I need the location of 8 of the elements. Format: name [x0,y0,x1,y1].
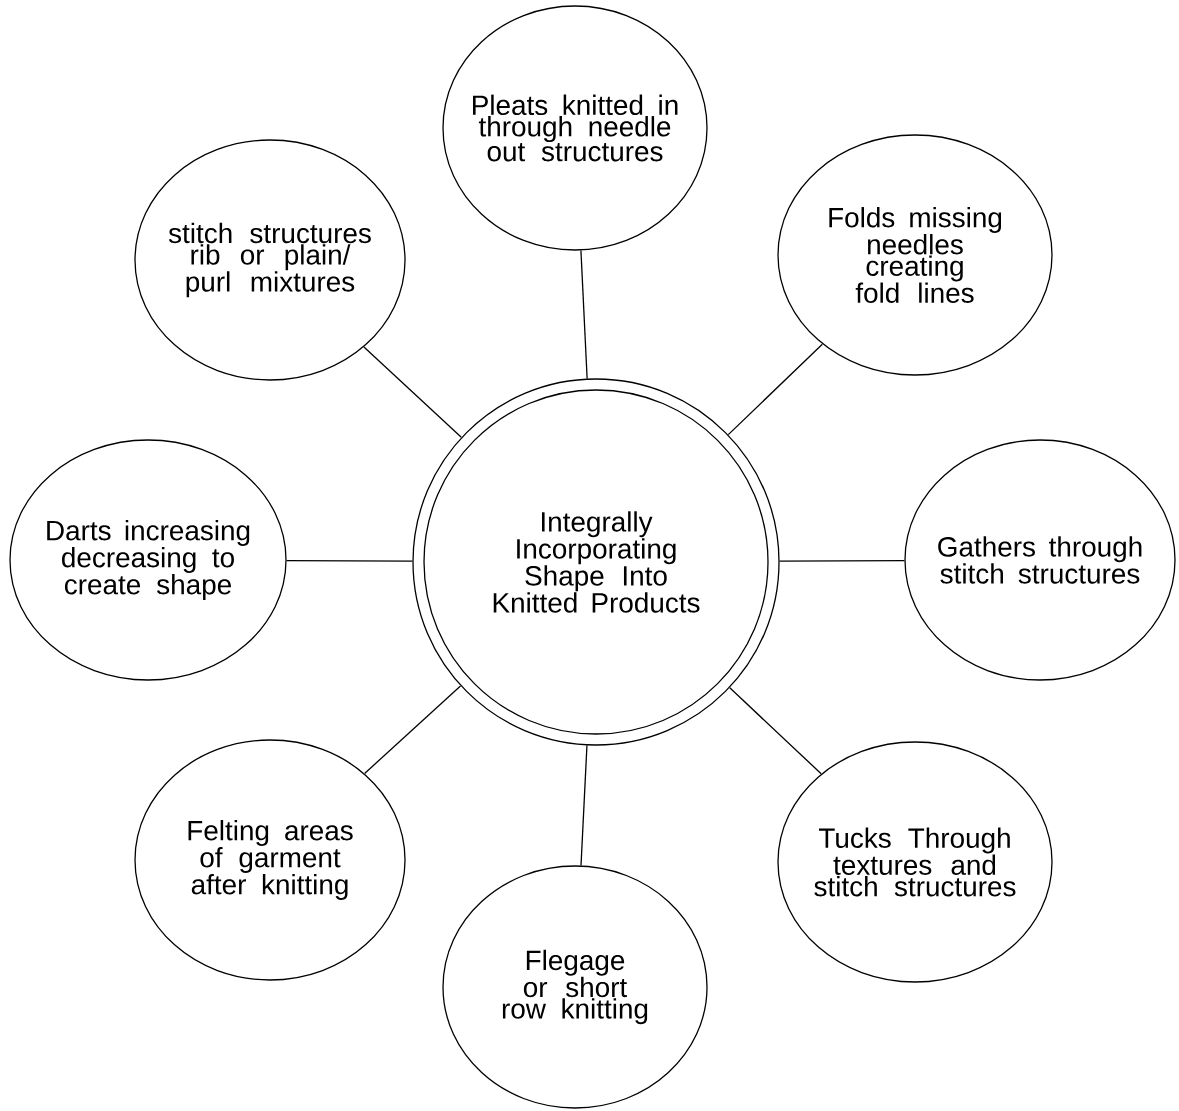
connector-line [363,685,462,775]
connector-line [779,559,905,562]
connector-line [286,559,413,562]
connector-line [580,249,588,380]
connector-line [580,744,588,867]
connector-line [727,343,823,436]
connector-line [363,346,462,438]
connector-line [729,687,822,775]
